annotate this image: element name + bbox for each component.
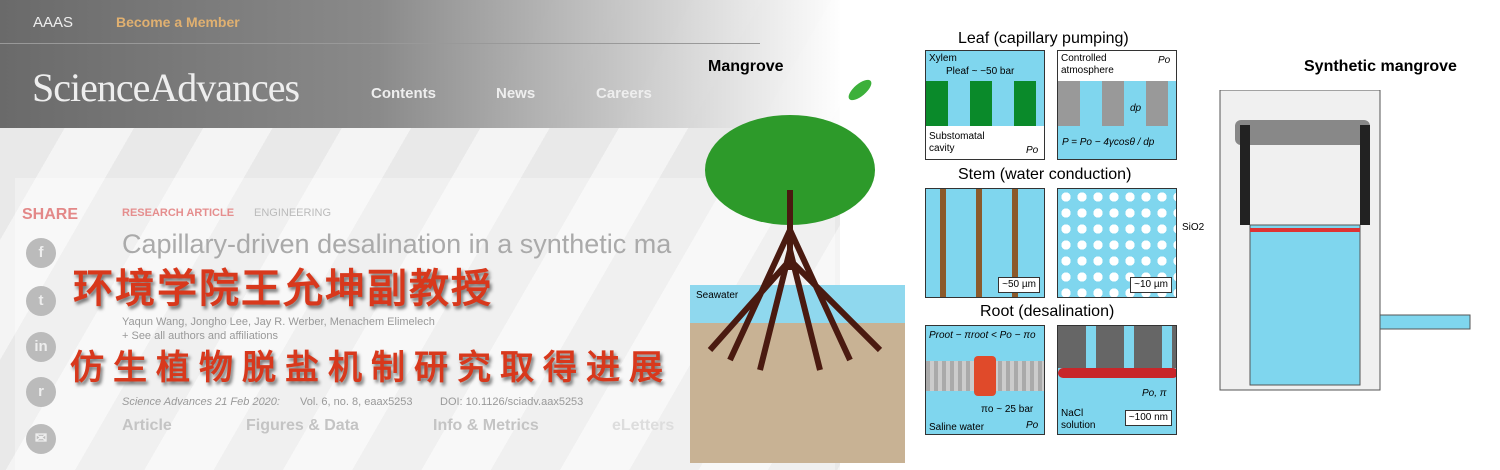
po-pi-label: Po, π — [1142, 388, 1167, 399]
pressure-equation: P = Po − 4γcosθ / dp — [1062, 137, 1155, 148]
po-label: Po — [1158, 55, 1171, 66]
root-nanopore-panel: Po, π NaCl solution ~100 nm — [1057, 325, 1177, 435]
sediment — [690, 323, 905, 463]
seawater-label: Seawater — [696, 290, 739, 301]
sio2-label: SiO2 — [1182, 222, 1205, 233]
atmosphere-label: Controlled atmosphere — [1061, 53, 1114, 76]
cavity-label: Substomatal cavity — [929, 131, 985, 154]
root-membrane-panel: Proot − πroot < Po − πo πo ~ 25 bar Sali… — [925, 325, 1045, 435]
article-category[interactable]: ENGINEERING — [254, 207, 332, 219]
affiliations-link[interactable]: + See all authors and affiliations — [122, 330, 279, 342]
site-header — [0, 0, 840, 128]
leaf-xylem-panel: Xylem Pleaf ~ −50 bar Substomatal cavity… — [925, 50, 1045, 160]
po-label: Po — [1026, 420, 1039, 431]
tab-info[interactable]: Info & Metrics — [433, 417, 539, 434]
tab-figures[interactable]: Figures & Data — [246, 417, 359, 434]
xylem-label: Xylem — [929, 53, 957, 64]
synthetic-mangrove-label: Synthetic mangrove — [1304, 58, 1457, 75]
saline-water-label: Saline water — [929, 422, 985, 433]
scale-100nm: ~100 nm — [1124, 410, 1172, 426]
mangrove-label: Mangrove — [708, 58, 784, 75]
journal-date: Science Advances 21 Feb 2020: — [122, 396, 280, 408]
mangrove-figure: Mangrove Synthetic mangrove Seawater Lea… — [690, 0, 1500, 470]
reddit-icon[interactable]: r — [26, 377, 56, 407]
leaf-title: Leaf (capillary pumping) — [958, 30, 1129, 47]
pleaf-label: Pleaf ~ −50 bar — [946, 66, 1015, 77]
divider — [0, 43, 760, 44]
authors[interactable]: Yaqun Wang, Jongho Lee, Jay R. Werber, M… — [122, 316, 435, 328]
nav-contents[interactable]: Contents — [371, 85, 436, 102]
stem-silica-panel: ~10 µm — [1057, 188, 1177, 298]
osmotic-pressure-label: πo ~ 25 bar — [981, 404, 1034, 415]
nav-news[interactable]: News — [496, 85, 536, 102]
dp-label: dp — [1130, 103, 1142, 115]
leaf-capillary-panel: Controlled atmosphere Po dp P = Po − 4γc… — [1057, 50, 1177, 160]
nav-careers[interactable]: Careers — [596, 85, 652, 102]
article-type[interactable]: RESEARCH ARTICLE — [122, 207, 235, 219]
headline-line1: 环境学院王允坤副教授 — [73, 265, 493, 312]
synthetic-mangrove-device-icon — [1219, 90, 1471, 391]
volume: Vol. 6, no. 8, eaax5253 — [300, 396, 413, 408]
doi[interactable]: DOI: 10.1126/sciadv.aax5253 — [440, 396, 584, 408]
science-advances-logo[interactable]: ScienceAdvances — [32, 65, 300, 110]
share-label: SHARE — [22, 206, 79, 223]
article-title: Capillary-driven desalination in a synth… — [122, 229, 672, 259]
aaas-logo[interactable]: AAAS — [33, 14, 74, 31]
linkedin-icon[interactable]: in — [26, 332, 56, 362]
nacl-label: NaCl solution — [1061, 408, 1096, 431]
stem-title: Stem (water conduction) — [958, 166, 1132, 183]
po-label: Po — [1026, 145, 1039, 156]
tab-eletters[interactable]: eLetters — [612, 417, 675, 434]
tab-article[interactable]: Article — [122, 417, 172, 434]
become-member-link[interactable]: Become a Member — [116, 14, 240, 30]
mangrove-tree-icon — [705, 79, 883, 371]
stem-wood-panel: ~50 µm — [925, 188, 1045, 298]
twitter-icon[interactable]: t — [26, 286, 56, 316]
headline-line2: 仿生植物脱盐机制研究取得进展 — [70, 348, 672, 388]
scale-50um: ~50 µm — [998, 277, 1040, 293]
email-icon[interactable]: ✉ — [26, 424, 56, 454]
scale-10um: ~10 µm — [1130, 277, 1172, 293]
facebook-icon[interactable]: f — [26, 238, 56, 268]
root-inequality: Proot − πroot < Po − πo — [929, 330, 1036, 341]
root-title: Root (desalination) — [980, 303, 1115, 320]
